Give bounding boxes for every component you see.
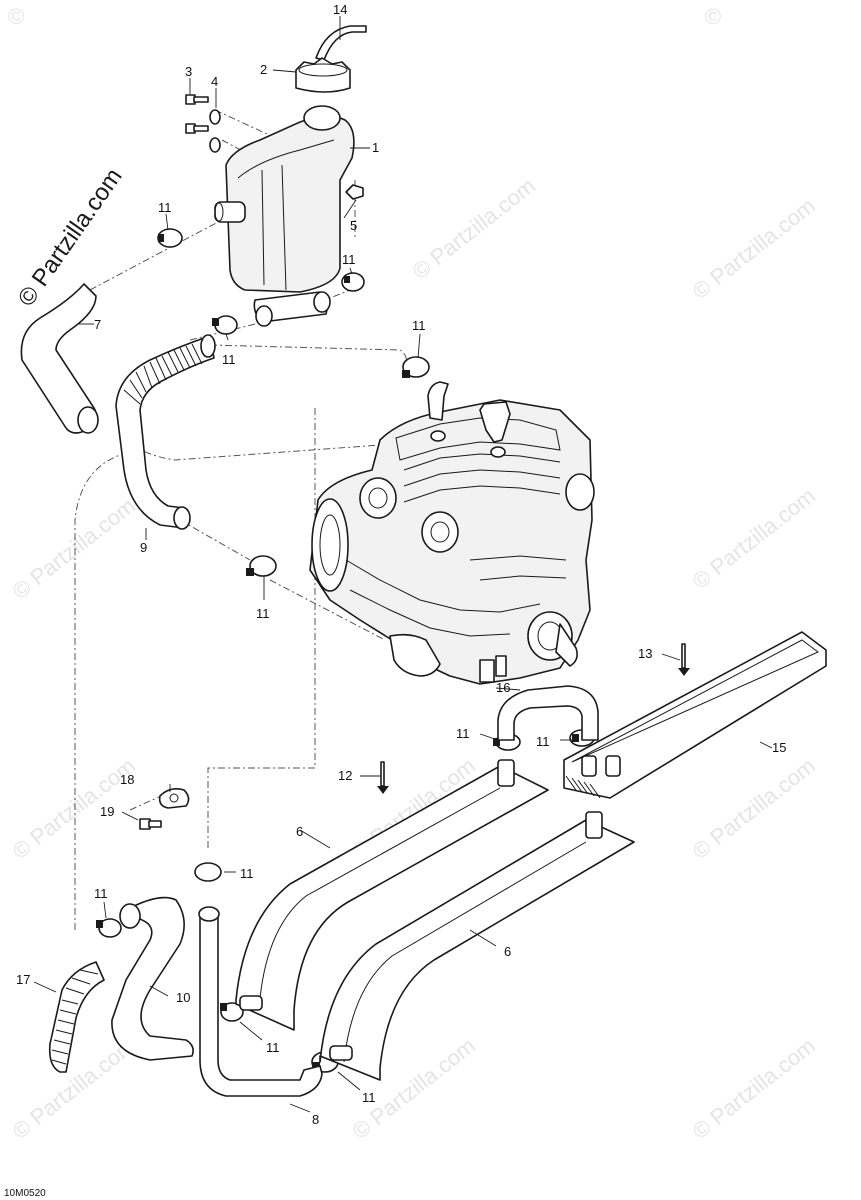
exchanger-fitting-lower — [329, 1045, 353, 1061]
callout-11: 11 — [94, 886, 108, 901]
drawing-code: 10M0520 — [4, 1188, 46, 1199]
vent-tube — [315, 25, 367, 61]
watermark-text: © Partzilla.com — [8, 1033, 140, 1144]
callout-5: 5 — [350, 218, 357, 233]
callout-8: 8 — [312, 1112, 319, 1127]
callout-3: 3 — [185, 64, 192, 79]
watermark-text: © Partzilla.com — [688, 753, 820, 864]
watermark-text: © Partzilla.com — [8, 753, 140, 864]
callout-16: 16 — [496, 680, 510, 695]
callout-9: 9 — [140, 540, 147, 555]
screw-12 — [377, 761, 389, 794]
watermark-text: © Partzilla.com — [408, 173, 540, 284]
heat-exchanger-upper — [235, 759, 549, 1031]
callout-18: 18 — [120, 772, 134, 787]
callout-15: 15 — [772, 740, 786, 755]
callout-14: 14 — [333, 2, 347, 17]
hose-16 — [497, 685, 599, 741]
hose-8-end — [198, 906, 220, 922]
hose-10-end — [119, 903, 141, 929]
bolts-and-washers — [185, 94, 221, 153]
callout-2: 2 — [260, 62, 267, 77]
callout-6: 6 — [296, 824, 303, 839]
hose-7-end — [77, 406, 99, 434]
watermark-text: © Partzilla.com — [8, 493, 140, 604]
watermark-text: © — [8, 4, 24, 29]
hose-8 — [199, 911, 323, 1097]
callout-1: 1 — [372, 140, 379, 155]
callout-11: 11 — [456, 726, 470, 741]
callout-11: 11 — [158, 200, 172, 215]
coolant-reservoir — [214, 105, 364, 327]
screw-13 — [678, 643, 690, 676]
callout-11: 11 — [266, 1040, 280, 1055]
callout-12: 12 — [338, 768, 352, 783]
callout-11: 11 — [256, 606, 270, 621]
watermark-text: © Partzilla.com — [688, 1033, 820, 1144]
leader-lines — [33, 16, 773, 1113]
callout-11: 11 — [342, 252, 356, 267]
callout-11: 11 — [412, 318, 426, 333]
callout-11: 11 — [362, 1090, 376, 1105]
callout-11: 11 — [222, 352, 236, 367]
callout-19: 19 — [100, 804, 114, 819]
callout-11: 11 — [240, 866, 254, 881]
callout-17: 17 — [16, 972, 30, 987]
callout-13: 13 — [638, 646, 652, 661]
callout-10: 10 — [176, 990, 190, 1005]
callout-6: 6 — [504, 944, 511, 959]
exchanger-fitting-upper — [239, 995, 263, 1011]
screw-19 — [139, 818, 162, 830]
heat-exchanger-lower — [319, 811, 635, 1081]
callout-labels: 1 2 3 4 5 6 6 7 8 9 10 11 11 11 11 11 11… — [16, 2, 786, 1127]
hose-9 — [115, 334, 216, 530]
engine — [309, 381, 595, 685]
reservoir-cap — [295, 57, 351, 93]
corrugated-sleeve — [48, 961, 105, 1073]
radiator-plate — [563, 631, 827, 799]
hose-10 — [111, 896, 194, 1061]
clip-18 — [158, 788, 190, 809]
callout-11: 11 — [536, 734, 550, 749]
callout-4: 4 — [211, 74, 218, 89]
callout-7: 7 — [94, 317, 101, 332]
watermark-text: © Partzilla.com — [688, 483, 820, 594]
main-watermark: © Partzilla.com — [13, 163, 128, 311]
watermark-text: © Partzilla.com — [688, 193, 820, 304]
watermark-text: © — [705, 4, 721, 29]
